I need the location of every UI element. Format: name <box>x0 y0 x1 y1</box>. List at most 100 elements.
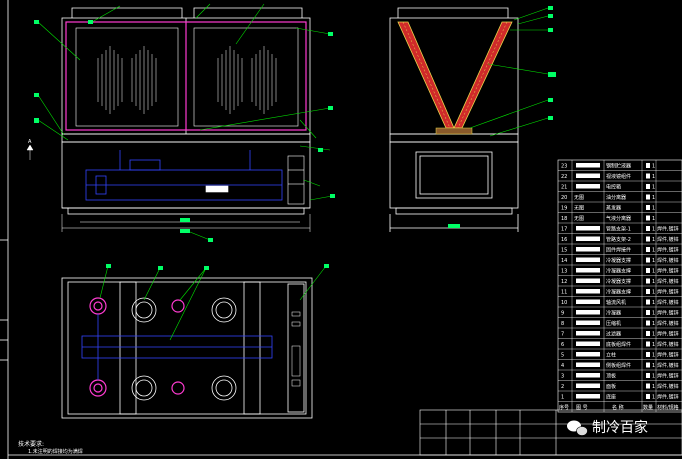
parts-row-qty-mark <box>646 194 650 200</box>
parts-row-qty: 1 <box>652 237 655 243</box>
parts-row-no: 13 <box>561 269 567 275</box>
parts-row-no: 1 <box>561 395 564 401</box>
part-drawing-number-block <box>576 173 600 178</box>
parts-row-qty-mark <box>646 299 650 305</box>
parts-row-name: 冷凝器支撑 <box>606 289 631 296</box>
parts-row-qty: 1 <box>652 384 655 390</box>
parts-row-name: 顶板 <box>606 373 616 380</box>
parts-row-no: 3 <box>561 374 564 380</box>
parts-row-qty-mark <box>646 247 650 252</box>
parts-row-name: 立柱 <box>606 352 616 359</box>
parts-row-qty-mark <box>646 173 650 179</box>
parts-row-spec: 焊件,镀锌 <box>657 352 679 359</box>
part-drawing-number-block <box>576 236 600 241</box>
parts-row-spec: 焊件,镀锌 <box>657 383 679 390</box>
parts-row-qty: 1 <box>652 395 655 401</box>
wechat-icon <box>567 420 588 436</box>
parts-row-qty: 1 <box>652 258 655 264</box>
parts-row-no: 21 <box>561 185 567 191</box>
parts-row-name: 电控箱 <box>606 184 621 191</box>
parts-row-spec: 焊件,镀锌 <box>657 373 679 380</box>
parts-row-name: 冷凝器 <box>606 310 621 317</box>
part-drawing-number-block <box>576 226 600 231</box>
parts-row-no: 19 <box>561 206 567 212</box>
parts-row-qty-mark <box>646 383 650 389</box>
parts-row-qty: 1 <box>652 311 655 317</box>
parts-table-header: 名 称 <box>612 404 624 411</box>
parts-row-qty: 1 <box>652 353 655 359</box>
parts-row-qty-mark <box>646 205 650 210</box>
parts-row-qty-mark <box>646 257 650 263</box>
parts-row-qty: 1 <box>652 164 655 170</box>
part-drawing-number-block <box>576 278 600 283</box>
parts-row-no: 20 <box>561 195 567 201</box>
parts-row-no: 22 <box>561 174 567 180</box>
parts-table-header: 序号 <box>559 404 569 411</box>
parts-row-no: 15 <box>561 248 567 254</box>
parts-row-qty: 1 <box>652 269 655 275</box>
parts-row-qty: 1 <box>652 227 655 233</box>
parts-table-header: 数量 <box>643 404 653 411</box>
side-view <box>389 6 556 232</box>
parts-row-qty-mark <box>646 341 650 347</box>
parts-row-qty-mark <box>646 226 650 231</box>
parts-row-code: 无图 <box>574 206 584 212</box>
parts-row-no: 17 <box>561 227 567 233</box>
parts-row-name: 压缩机 <box>606 320 621 327</box>
part-drawing-number-block <box>576 352 600 357</box>
top-leaders <box>99 265 327 341</box>
parts-row-qty: 1 <box>652 374 655 380</box>
parts-row-spec: 焊件,镀锌 <box>657 236 679 243</box>
part-drawing-number-block <box>576 331 600 336</box>
side-leaders <box>469 7 549 137</box>
part-drawing-number-block <box>576 299 600 304</box>
parts-row-spec: 焊件,镀锌 <box>657 341 679 348</box>
parts-row-code: 无图 <box>574 195 584 201</box>
parts-row-qty-mark <box>646 362 650 368</box>
parts-row-qty: 1 <box>652 195 655 201</box>
front-leaders <box>37 3 333 241</box>
part-drawing-number-block <box>576 268 600 273</box>
parts-row-spec: 焊件,镀锌 <box>657 257 679 264</box>
parts-row-no: 23 <box>561 164 567 170</box>
parts-row-no: 5 <box>561 353 564 359</box>
part-drawing-number-block <box>576 184 600 189</box>
part-drawing-number-block <box>576 163 600 168</box>
front-louvers <box>97 46 277 114</box>
parts-row-qty-mark <box>646 289 650 294</box>
parts-row-no: 12 <box>561 279 567 285</box>
parts-row-qty-mark <box>646 331 650 336</box>
part-drawing-number-block <box>576 320 600 325</box>
parts-row-spec: 焊件,镀锌 <box>657 394 679 401</box>
parts-row-qty: 1 <box>652 185 655 191</box>
part-drawing-number-block <box>576 394 600 399</box>
parts-row-no: 16 <box>561 237 567 243</box>
parts-row-qty: 1 <box>652 332 655 338</box>
parts-row-name: 面板 <box>606 383 616 390</box>
parts-row-no: 6 <box>561 342 564 348</box>
parts-row-qty: 1 <box>652 342 655 348</box>
parts-row-spec: 焊件,镀锌 <box>657 299 679 306</box>
parts-row-name: 冷凝器支撑 <box>606 268 631 275</box>
compressors <box>131 297 237 401</box>
parts-row-qty-mark <box>646 184 650 189</box>
parts-row-no: 7 <box>561 332 564 338</box>
parts-row-name: 钢制贮液器 <box>606 163 631 170</box>
parts-row-qty: 1 <box>652 279 655 285</box>
parts-row-no: 2 <box>561 384 564 390</box>
parts-row-name: 气液分离器 <box>606 215 631 222</box>
title-block <box>419 409 682 456</box>
parts-row-qty-mark <box>646 310 650 315</box>
tech-note-line2: 1.未注明的焊接均为满焊 <box>28 448 83 455</box>
parts-row-qty: 1 <box>652 363 655 369</box>
parts-row-spec: 焊件,镀锌 <box>657 310 679 317</box>
view-marker: A <box>28 139 32 145</box>
part-drawing-number-block <box>576 247 600 252</box>
parts-row-name: 管路支架-1 <box>606 226 631 233</box>
parts-table-header: 材料/规格 <box>657 404 679 411</box>
parts-row-code: 无图 <box>574 216 584 222</box>
part-drawing-number-block <box>576 373 600 378</box>
parts-row-qty: 1 <box>652 216 655 222</box>
